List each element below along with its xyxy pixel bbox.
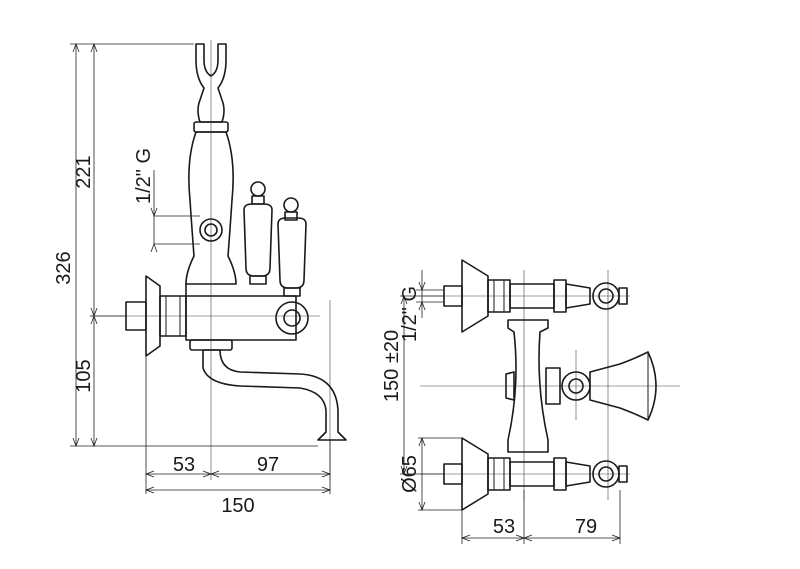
- label-center-distance: 150 ±20: [381, 330, 403, 402]
- top-view: 1/2" G 150 ±20 Ø65 53 79: [381, 259, 680, 544]
- mixer-cap: [275, 301, 309, 335]
- top-diverter: [545, 351, 657, 421]
- spout: [202, 349, 347, 441]
- label-spout-reach: 97: [257, 454, 279, 476]
- label-left-offset: 53: [173, 454, 195, 476]
- label-offset-a: 53: [493, 516, 515, 538]
- label-total-width: 150: [221, 495, 254, 517]
- shower-holder: [195, 43, 227, 123]
- wall-nut: [159, 295, 187, 337]
- column-body: [185, 131, 237, 285]
- label-offset-b: 79: [575, 516, 597, 538]
- outlet-ring-outer: [199, 218, 223, 242]
- label-total-height: 326: [53, 251, 75, 284]
- diverter-handle-left: [243, 181, 273, 285]
- lower-connection: [443, 437, 628, 511]
- label-diameter: Ø65: [399, 455, 421, 493]
- diverter-handle-right: [277, 197, 307, 297]
- upper-connection: [443, 259, 628, 333]
- mixer-body: [185, 283, 297, 341]
- label-lower-height: 105: [73, 359, 95, 392]
- label-upper-height: 221: [73, 155, 95, 188]
- side-view: 326 221 105 1/2" G 53 97 150: [53, 40, 347, 517]
- mixer-cap-inner: [283, 309, 301, 327]
- label-thread-side: 1/2" G: [133, 148, 155, 204]
- label-thread-top: 1/2" G: [399, 286, 421, 342]
- outlet-ring-inner: [204, 223, 218, 237]
